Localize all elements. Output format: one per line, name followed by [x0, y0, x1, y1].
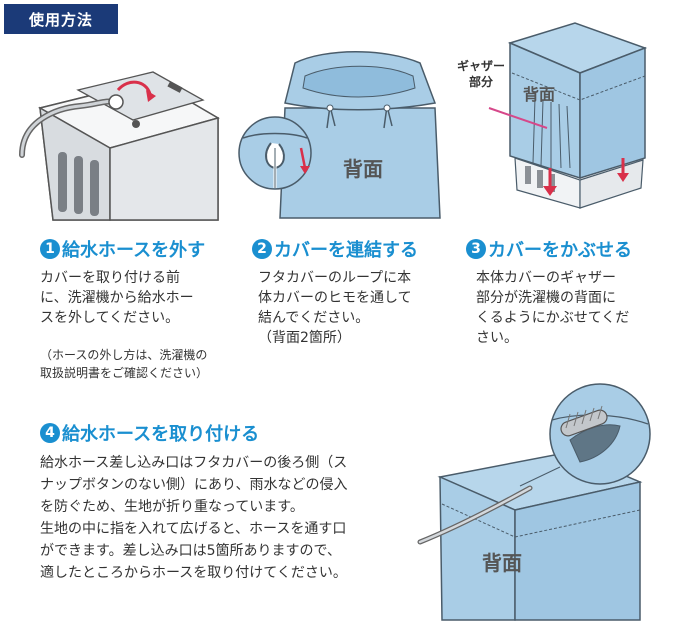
step-4-body: 給水ホース差し込み口はフタカバーの後ろ側（ス ナップボタンのない側）にあり、雨水… — [40, 452, 347, 584]
step-2-line: フタカバーのループに本 — [258, 270, 412, 286]
step-4-title: 4 給水ホースを取り付ける — [40, 420, 259, 446]
step-3-title: 3 カバーをかぶせる — [466, 236, 632, 262]
step-2-line: （背面2箇所） — [258, 330, 351, 346]
illustration-place-cover: 背面 ギャザー 部分 — [457, 22, 648, 209]
step-2-title-text: カバーを連結する — [274, 240, 418, 261]
step-4-line: を防ぐため、生地が折り重なっています。 — [40, 499, 304, 515]
step-4-number: 4 — [40, 423, 60, 443]
gather-label-line-2: 部分 — [469, 74, 493, 89]
step-2-body: フタカバーのループに本 体カバーのヒモを通して 結んでください。 （背面2箇所） — [258, 268, 412, 348]
step-2-line: 体カバーのヒモを通して — [258, 290, 412, 306]
page-title: 使用方法 — [28, 10, 93, 29]
step-1-line: に、洗濯機から給水ホー — [40, 290, 194, 306]
step-3-line: くるようにかぶせてくだ — [476, 310, 630, 326]
step-1-note-line: （ホースの外し方は、洗濯機の — [40, 348, 208, 362]
step-3-line: さい。 — [476, 330, 518, 346]
back-label-step4: 背面 — [482, 551, 522, 575]
step-4-line: 給水ホース差し込み口はフタカバーの後ろ側（ス — [40, 455, 348, 471]
step-3-body: 本体カバーのギャザー 部分が洗濯機の背面に くるようにかぶせてくだ さい。 — [476, 268, 629, 348]
step-1-note: （ホースの外し方は、洗濯機の 取扱説明書をご確認ください） — [40, 346, 208, 382]
step-2-line: 結んでください。 — [258, 310, 370, 326]
step-3-number: 3 — [466, 239, 486, 259]
illustration-attach-hose: 背面 — [417, 383, 651, 621]
step-4-line: 生地の中に指を入れて広げると、ホースを通す口 — [40, 521, 347, 537]
step-1-body: カバーを取り付ける前 に、洗濯機から給水ホー スを外してください。 — [40, 268, 194, 328]
back-label-step2: 背面 — [343, 157, 383, 181]
step-4-line: ができます。差し込み口は5箇所ありますので、 — [40, 543, 341, 559]
step-4-title-text: 給水ホースを取り付ける — [62, 424, 260, 445]
gather-label-line-1: ギャザー — [457, 58, 505, 73]
step-1-line: スを外してください。 — [40, 310, 180, 326]
step-1-line: カバーを取り付ける前 — [40, 270, 180, 286]
step-2-number: 2 — [252, 239, 272, 259]
step-4-line: 適したところからホースを取り付けてください。 — [40, 565, 347, 581]
illustration-remove-hose — [19, 71, 220, 221]
step-1-title: 1 給水ホースを外す — [40, 236, 205, 262]
step-1-number: 1 — [40, 239, 60, 259]
step-2-title: 2 カバーを連結する — [252, 236, 418, 262]
step-1-note-line: 取扱説明書をご確認ください） — [40, 366, 209, 380]
step-3-line: 部分が洗濯機の背面に — [476, 290, 616, 306]
illustration-link-covers: 背面 — [238, 51, 441, 219]
step-4-line: ナップボタンのない側）にあり、雨水などの侵入 — [40, 477, 348, 493]
page-header-badge: 使用方法 — [4, 4, 118, 34]
step-1-title-text: 給水ホースを外す — [62, 240, 206, 261]
step-3-title-text: カバーをかぶせる — [488, 240, 632, 261]
step-3-line: 本体カバーのギャザー — [476, 270, 616, 286]
back-label-step3: 背面 — [523, 85, 555, 104]
